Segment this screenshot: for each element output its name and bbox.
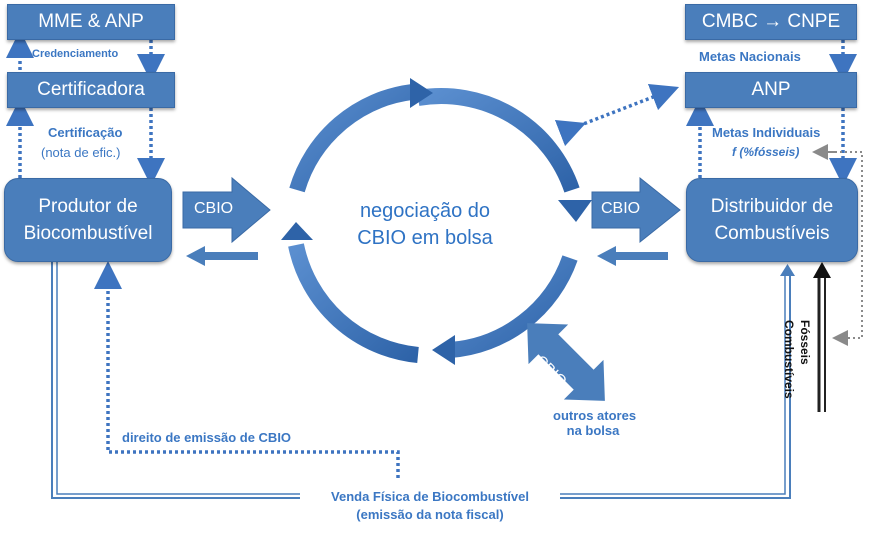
venda-fisica-label: Venda Física de Biocombustível (emissão … [300, 489, 560, 522]
certificadora-label: Certificadora [37, 79, 145, 100]
venda-fisica-line-right-outer [560, 272, 791, 499]
distribuidor-box: Distribuidor de Combustíveis [686, 178, 858, 262]
ring-arrowhead-right [558, 200, 592, 222]
anp-label: ANP [751, 79, 791, 100]
produtor-label-line1: Produtor de [38, 196, 138, 217]
mme-anp-label: MME & ANP [38, 11, 144, 32]
cbio-diag-double-arrow [527, 323, 605, 401]
fosseis-supply-arrowhead [813, 262, 831, 278]
distribuidor-label-line2: Combustíveis [714, 223, 830, 244]
cmbc-cnpe-label: CMBC → CNPE [701, 11, 841, 32]
fosseis-vertical-label: Fósseis [798, 320, 812, 365]
negociacao-ring [281, 78, 592, 365]
outros-atores-line2: na bolsa [566, 423, 620, 438]
ring-arc-top-right [416, 88, 580, 193]
venda-fisica-line1: Venda Física de Biocombustível [331, 489, 529, 504]
outros-atores-line1: outros atores [553, 408, 637, 423]
produtor-box: Produtor de Biocombustível [4, 178, 172, 262]
negociacao-line1: negociação do [359, 200, 491, 222]
certificadora-box: Certificadora [7, 72, 175, 108]
f-fosseis-label: f (%fósseis) [732, 145, 800, 159]
ring-arc-top-left [289, 84, 414, 193]
anp-box: ANP [685, 72, 857, 108]
negociacao-text: negociação do CBIO em bolsa [345, 198, 505, 252]
combustiveis-vertical-label: Combustíveis [782, 320, 796, 399]
cbio-right-label: CBIO [601, 200, 641, 217]
venda-fisica-line-inner [56, 262, 300, 495]
credenciamento-label: Credenciamento [32, 48, 119, 60]
certificacao-label: Certificação [48, 125, 123, 140]
distribuidor-label-line1: Distribuidor de [710, 196, 834, 217]
ring-arc-bottom-left [288, 243, 419, 363]
dotted-direito-emissao-path [94, 261, 400, 478]
cbio-arrow-right-block [591, 176, 681, 244]
venda-fisica-line-right-inner [560, 272, 786, 495]
ring-arc-bottom-right [449, 255, 578, 358]
venda-fisica-line2: (emissão da nota fiscal) [356, 507, 504, 522]
negociacao-line2: CBIO em bolsa [357, 227, 493, 249]
cbio-left-label: CBIO [194, 200, 234, 217]
ring-arrowhead-top [410, 78, 433, 108]
nota-efic-label: (nota de efic.) [41, 145, 121, 160]
return-arrow-left [186, 246, 258, 266]
metas-nacionais-label: Metas Nacionais [699, 49, 801, 64]
dotted-double-arrow-anp-bolsa [554, 83, 680, 147]
ring-arrowhead-left [281, 222, 313, 240]
ring-arrowhead-bottom [432, 335, 455, 365]
direito-emissao-label: direito de emissão de CBIO [122, 430, 292, 445]
metas-individuais-label: Metas Individuais [712, 125, 821, 140]
grey-dotted-fosseis-link [820, 151, 863, 346]
cmbc-cnpe-box: CMBC → CNPE [685, 4, 857, 40]
mme-anp-box: MME & ANP [7, 4, 175, 40]
venda-fisica-arrowhead [780, 264, 795, 276]
return-arrow-right [597, 246, 668, 266]
venda-fisica-line-outer [51, 262, 300, 499]
produtor-label-line2: Biocombustível [23, 223, 153, 244]
outros-atores-label: outros atores na bolsa [553, 408, 637, 438]
cbio-arrow-left-block [182, 176, 271, 244]
